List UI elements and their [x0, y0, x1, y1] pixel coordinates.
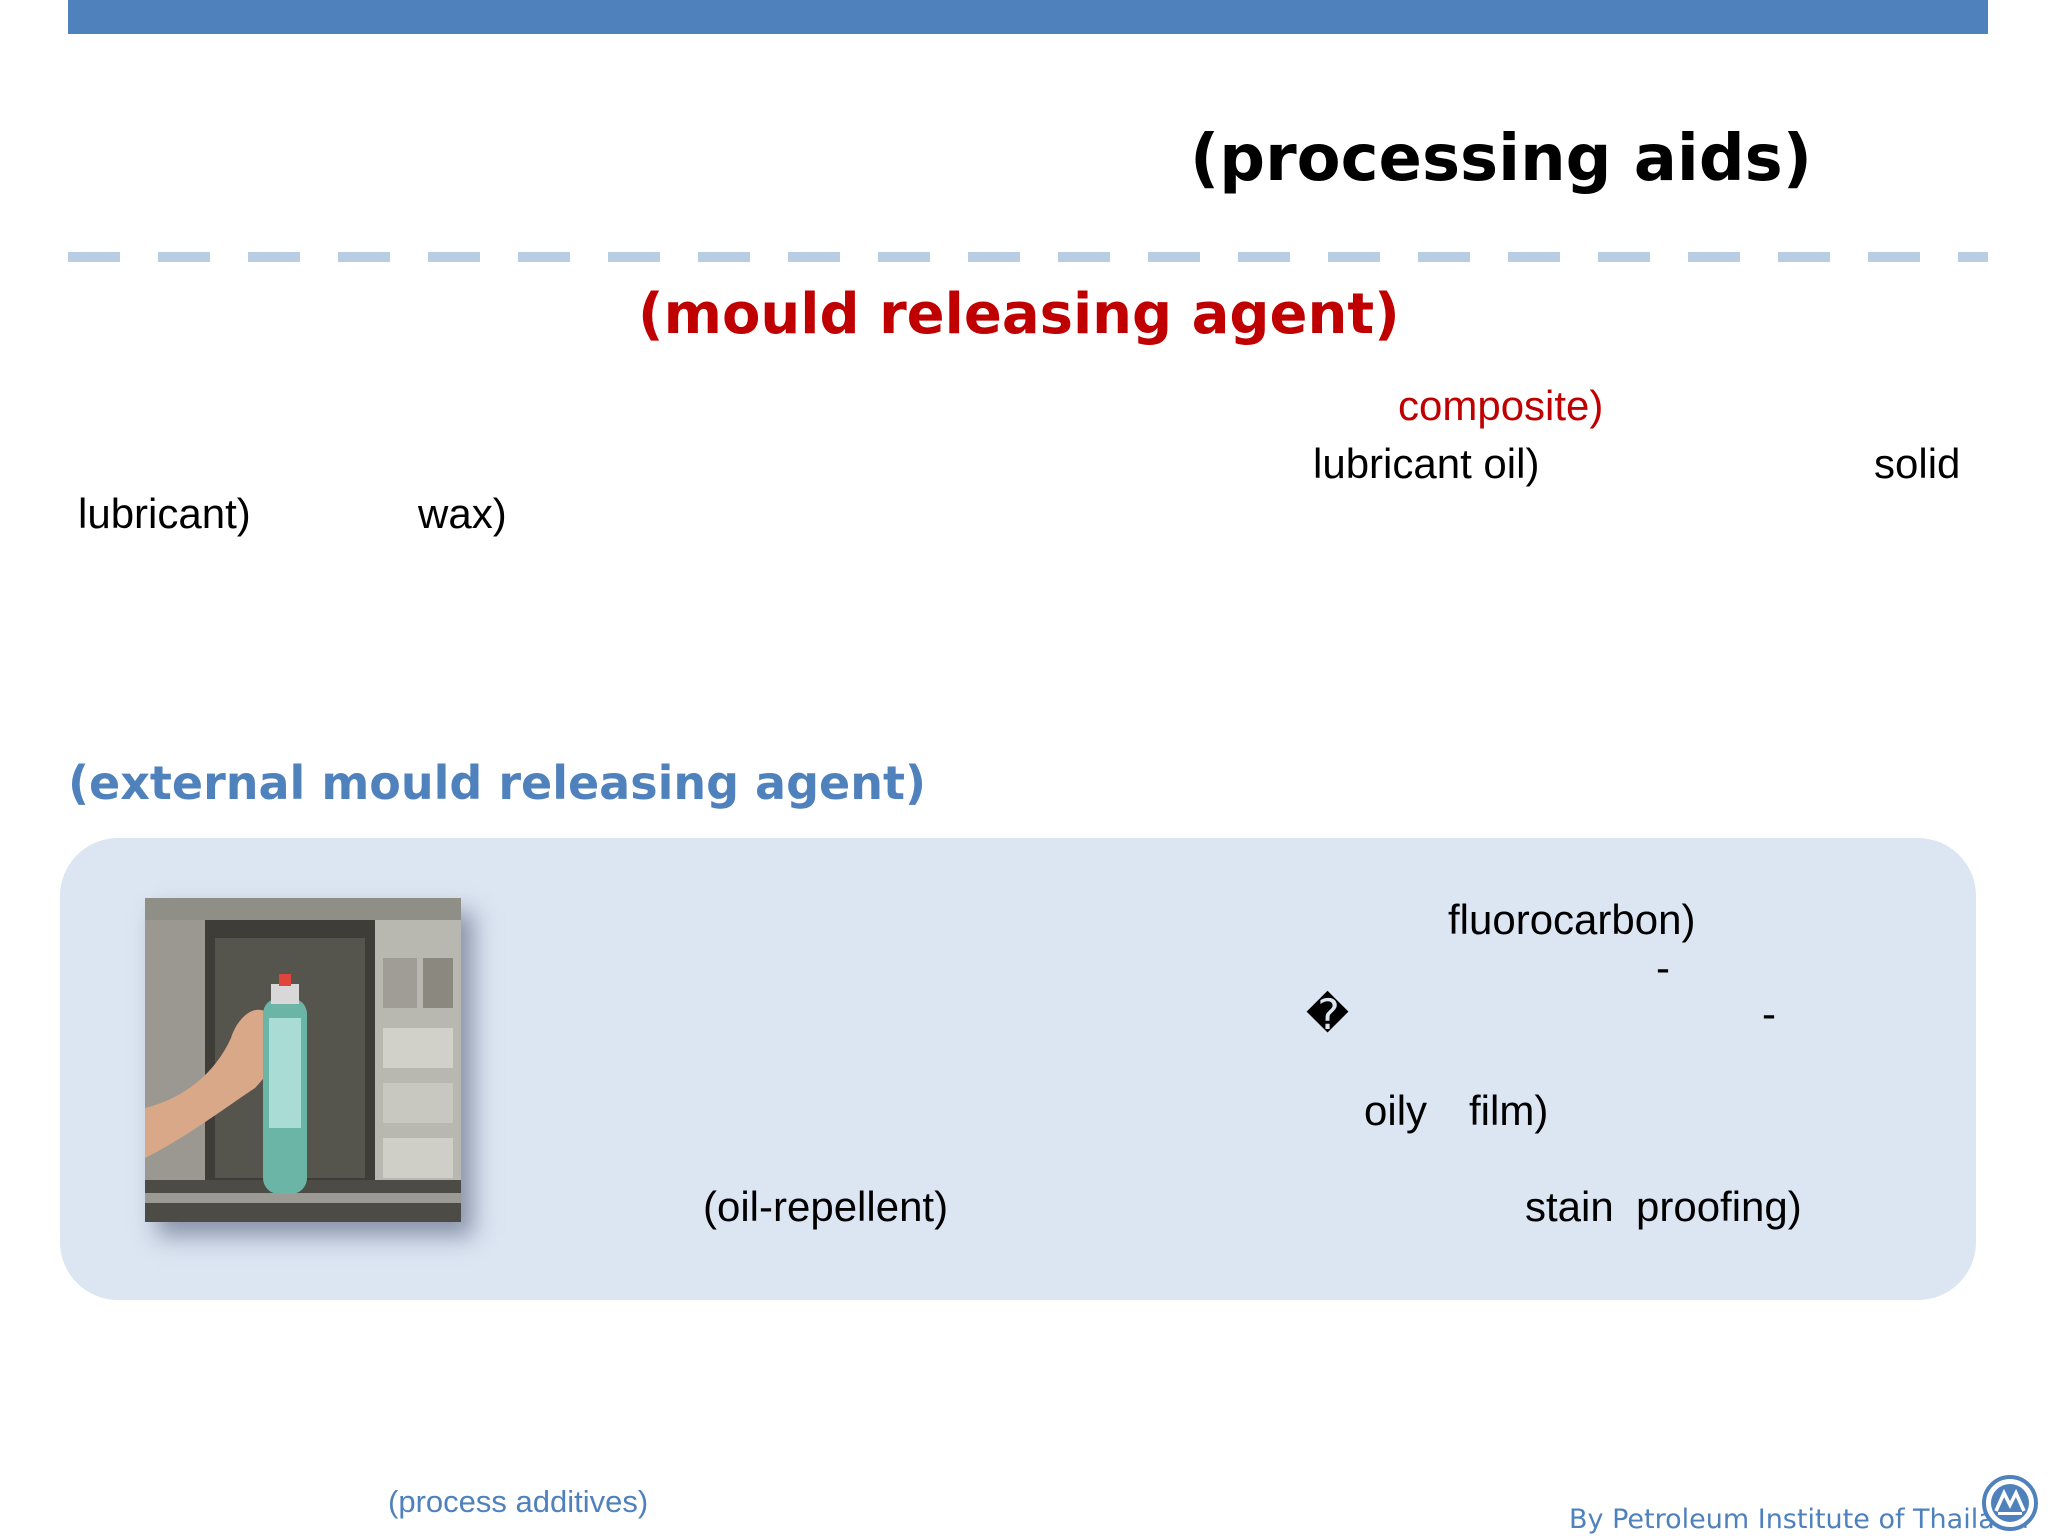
intro-solid-text: solid: [1874, 440, 1961, 487]
panel-oily-text: oily: [1364, 1087, 1428, 1134]
top-banner-bar: [68, 0, 1988, 34]
intro-wax-text: wax): [418, 490, 507, 537]
panel-replacement-glyph: �: [1306, 991, 1350, 1038]
slide-subtitle: (mould releasing agent): [638, 282, 1400, 347]
panel-dash-text: -: [1762, 990, 1776, 1037]
footer-attribution: By Petroleum Institute of Thailand: [1569, 1504, 2030, 1535]
slide-title: (processing aids): [1190, 122, 1812, 196]
panel-proofing-text: proofing): [1636, 1183, 1802, 1230]
panel-oil-repellent-text: (oil-repellent): [703, 1183, 949, 1230]
intro-lubricant-oil-text: lubricant oil): [1313, 440, 1540, 487]
intro-composite-text: composite): [1398, 382, 1604, 429]
panel-dash-text: -: [1656, 944, 1670, 991]
panel-film-text: film): [1469, 1087, 1549, 1134]
spray-can-mould-photo: [145, 898, 461, 1222]
panel-fluorocarbon-text: fluorocarbon): [1448, 896, 1696, 943]
dashed-divider: [68, 252, 1988, 262]
intro-lubricant-text: lubricant): [78, 490, 251, 537]
footer-process-additives: (process additives): [388, 1484, 649, 1519]
panel-stain-text: stain: [1525, 1183, 1614, 1230]
petroleum-institute-logo-icon: [1982, 1475, 2038, 1531]
external-agent-heading: (external mould releasing agent): [68, 756, 926, 810]
